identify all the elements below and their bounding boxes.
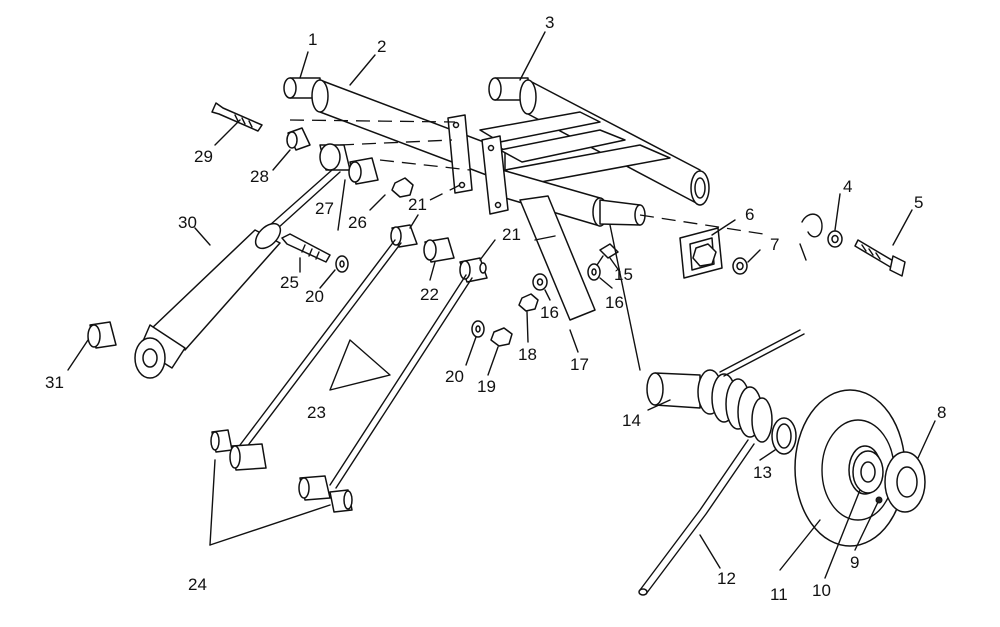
callout-7: 7 bbox=[770, 235, 779, 254]
callout-20b: 20 bbox=[305, 287, 324, 306]
callout-10: 10 bbox=[812, 581, 831, 600]
callout-31: 31 bbox=[45, 373, 64, 392]
washer-13 bbox=[771, 417, 797, 455]
callout-9: 9 bbox=[850, 553, 859, 572]
spring-arm bbox=[609, 224, 641, 371]
washer-4 bbox=[827, 230, 843, 248]
shock-absorber-30 bbox=[134, 169, 341, 379]
shock-upper-eye bbox=[319, 143, 351, 171]
spring-14 bbox=[646, 329, 805, 443]
callout-11: 11 bbox=[770, 585, 788, 604]
callout-22: 22 bbox=[420, 285, 439, 304]
callout-12: 12 bbox=[717, 569, 736, 588]
washer-16-right bbox=[587, 263, 601, 281]
callout-27: 27 bbox=[315, 199, 334, 218]
callout-5: 5 bbox=[914, 193, 923, 212]
bolt-29 bbox=[211, 102, 263, 132]
bushing-31 bbox=[87, 321, 117, 349]
callout-26: 26 bbox=[348, 213, 367, 232]
callout-2: 2 bbox=[377, 37, 386, 56]
bushing-21-left bbox=[390, 224, 418, 248]
bolt-5 bbox=[854, 239, 906, 277]
bolt-15 bbox=[596, 243, 619, 266]
callout-14: 14 bbox=[622, 411, 641, 430]
bracket-6 bbox=[679, 227, 723, 279]
nut-19 bbox=[490, 327, 513, 347]
callout-19: 19 bbox=[477, 377, 496, 396]
bracket-17 bbox=[519, 195, 596, 321]
nut-26 bbox=[391, 177, 414, 198]
callout-25: 25 bbox=[280, 273, 299, 292]
bushing-28 bbox=[286, 127, 311, 151]
bushing-27 bbox=[348, 157, 379, 185]
callout-3: 3 bbox=[545, 13, 554, 32]
alignment-lines bbox=[289, 119, 771, 236]
callout-21a: 21 bbox=[408, 195, 427, 214]
callout-labels: 1 2 3 4 5 6 7 8 9 10 11 12 13 14 15 16 1… bbox=[45, 13, 946, 604]
bushing-22 bbox=[423, 237, 455, 263]
clip bbox=[799, 213, 823, 261]
torsion-arm-12 bbox=[638, 439, 755, 596]
washer-20-left bbox=[335, 255, 349, 273]
callout-8: 8 bbox=[937, 403, 946, 422]
callout-29: 29 bbox=[194, 147, 213, 166]
washer-7 bbox=[732, 257, 748, 275]
callout-6: 6 bbox=[745, 205, 754, 224]
nut-18 bbox=[518, 293, 539, 312]
rear-shaft-assembly bbox=[283, 77, 506, 183]
callout-20a: 20 bbox=[445, 367, 464, 386]
callout-17: 17 bbox=[570, 355, 589, 374]
callout-15: 15 bbox=[614, 265, 633, 284]
callout-16b: 16 bbox=[605, 293, 624, 312]
callout-30: 30 bbox=[178, 213, 197, 232]
cross-braces bbox=[479, 111, 671, 185]
callout-18: 18 bbox=[518, 345, 537, 364]
leader-lines bbox=[67, 31, 936, 579]
callout-13: 13 bbox=[753, 463, 772, 482]
bushing-21-right bbox=[459, 257, 488, 283]
callout-24: 24 bbox=[188, 575, 207, 594]
bearing-10 bbox=[852, 450, 884, 494]
callout-16a: 16 bbox=[540, 303, 559, 322]
spacer-9 bbox=[875, 496, 883, 504]
callout-23: 23 bbox=[307, 403, 326, 422]
spacer-8 bbox=[884, 451, 926, 513]
callout-1: 1 bbox=[308, 30, 317, 49]
rod-end-bushings-24 bbox=[210, 429, 353, 513]
washer-20-center bbox=[471, 320, 485, 338]
callout-4: 4 bbox=[843, 177, 852, 196]
rods-23 bbox=[239, 239, 473, 489]
callout-21b: 21 bbox=[502, 225, 521, 244]
callout-28: 28 bbox=[250, 167, 269, 186]
bolt-25 bbox=[281, 233, 331, 263]
